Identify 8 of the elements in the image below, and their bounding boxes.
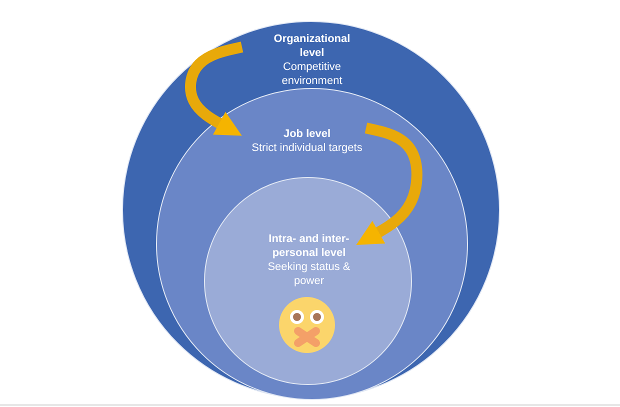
level-heading: Organizational level — [272, 32, 352, 60]
level-description: Strict individual targets — [250, 141, 364, 155]
level-heading: Intra- and inter-personal level — [268, 232, 350, 260]
curved-arrow — [356, 122, 422, 245]
level-description: Seeking status & power — [266, 260, 352, 288]
level-heading: Job level — [282, 127, 332, 141]
curved-arrow — [185, 42, 244, 136]
level-description: Competitive environment — [280, 60, 344, 88]
